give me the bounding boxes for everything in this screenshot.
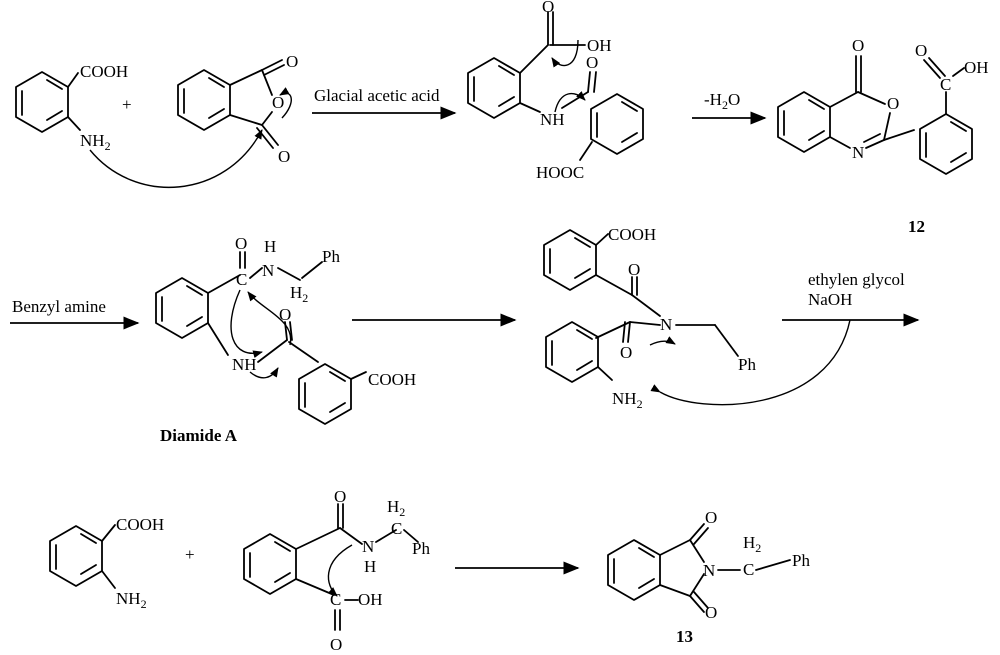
acid-oh-2: OH — [358, 590, 383, 609]
arrow-ethylene-glycol-naoh: ethylen glycol NaOH — [782, 270, 920, 327]
benzoxazinone-o-top: O — [852, 36, 864, 55]
arrow-glacial-acetic-acid: Glacial acetic acid — [312, 86, 457, 120]
imide-o-2: O — [620, 343, 632, 362]
product-acid-o: O — [915, 41, 927, 60]
amide-h: H — [364, 557, 376, 576]
compound-number-12: 12 — [908, 217, 925, 236]
benzoxazinone-product-12: O O N C O OH 12 — [777, 36, 989, 236]
reagent-glacial-acetic-acid: Glacial acetic acid — [314, 86, 440, 105]
diamide-n-top: N — [262, 261, 274, 280]
cooh-label: COOH — [80, 62, 128, 81]
nucleophilic-attack-arrow-1 — [89, 129, 263, 189]
diamide-ch2: H2 — [290, 283, 308, 305]
intermediate-nh: NH — [540, 110, 565, 129]
diamide-c: C — [236, 270, 247, 289]
imide-cooh: COOH — [608, 225, 656, 244]
imide-nh2: NH2 — [612, 389, 643, 411]
reagent-benzyl-amine: Benzyl amine — [12, 297, 106, 316]
phthalic-anhydride: O O O — [177, 52, 298, 166]
product-acid-oh: OH — [964, 58, 989, 77]
dehydration-label: -H2O — [704, 90, 740, 112]
condition-ethylene-glycol: ethylen glycol — [808, 270, 905, 289]
nh2-label: NH2 — [80, 131, 111, 153]
imide-intermediate: COOH O N O Ph NH2 — [543, 225, 851, 411]
diamide-o-top: O — [235, 234, 247, 253]
imide-o-top: O — [705, 508, 717, 527]
acid-o-bottom: O — [330, 635, 342, 654]
plus-sign-1: + — [122, 95, 132, 114]
acid-c: C — [330, 590, 341, 609]
condition-naoh: NaOH — [808, 290, 852, 309]
diamide-a-name: Diamide A — [160, 426, 238, 445]
anhydride-o-bottom: O — [278, 147, 290, 166]
imide-n-13: N — [703, 561, 715, 580]
ring-opened-intermediate: O OH NH O HOOC — [467, 0, 644, 182]
acid-o-top: O — [542, 0, 554, 16]
imide-ch2-h: H2 — [743, 533, 761, 555]
anhydride-o-top: O — [286, 52, 298, 71]
diamide-ph: Ph — [322, 247, 340, 266]
imide-ph-13: Ph — [792, 551, 810, 570]
arrow-dehydration: -H2O — [692, 90, 767, 125]
amide-n: N — [362, 537, 374, 556]
benzoxazinone-n: N — [852, 143, 864, 162]
plus-sign-2: + — [185, 545, 195, 564]
amide-o-top: O — [334, 487, 346, 506]
amide-c: C — [391, 519, 402, 538]
diamide-o-mid: O — [279, 305, 291, 324]
arrow-benzyl-amine: Benzyl amine — [10, 297, 140, 330]
anhydride-o-ring: O — [272, 93, 284, 112]
amide-ch2: H2 — [387, 497, 405, 519]
anthranilic-acid-2: COOH NH2 — [49, 515, 164, 611]
imide-o-bottom: O — [705, 603, 717, 622]
diamide-h-top: H — [264, 237, 276, 256]
benzoxazinone-o-ring: O — [887, 94, 899, 113]
amide-ph: Ph — [412, 539, 430, 558]
phthalamic-acid: O N H H2 C Ph C OH O — [243, 487, 430, 654]
diamide-a: C O N H H2 Ph NH O COOH Diamide A — [155, 234, 416, 445]
imide-n: N — [660, 315, 672, 334]
phthalimide-product-13: O N O H2 C Ph 13 — [607, 508, 810, 646]
imide-ch2-c: C — [743, 560, 754, 579]
imide-o-1: O — [628, 260, 640, 279]
imide-ph: Ph — [738, 355, 756, 374]
intermediate-hooc: HOOC — [536, 163, 584, 182]
cooh-label-2: COOH — [116, 515, 164, 534]
anthranilic-acid-1: COOH NH2 — [15, 62, 128, 153]
product-acid-c: C — [940, 75, 951, 94]
amide-o: O — [586, 53, 598, 72]
diamide-cooh: COOH — [368, 370, 416, 389]
nh2-label-2: NH2 — [116, 589, 147, 611]
diamide-nh: NH — [232, 355, 257, 374]
compound-number-13: 13 — [676, 627, 693, 646]
acid-oh: OH — [587, 36, 612, 55]
